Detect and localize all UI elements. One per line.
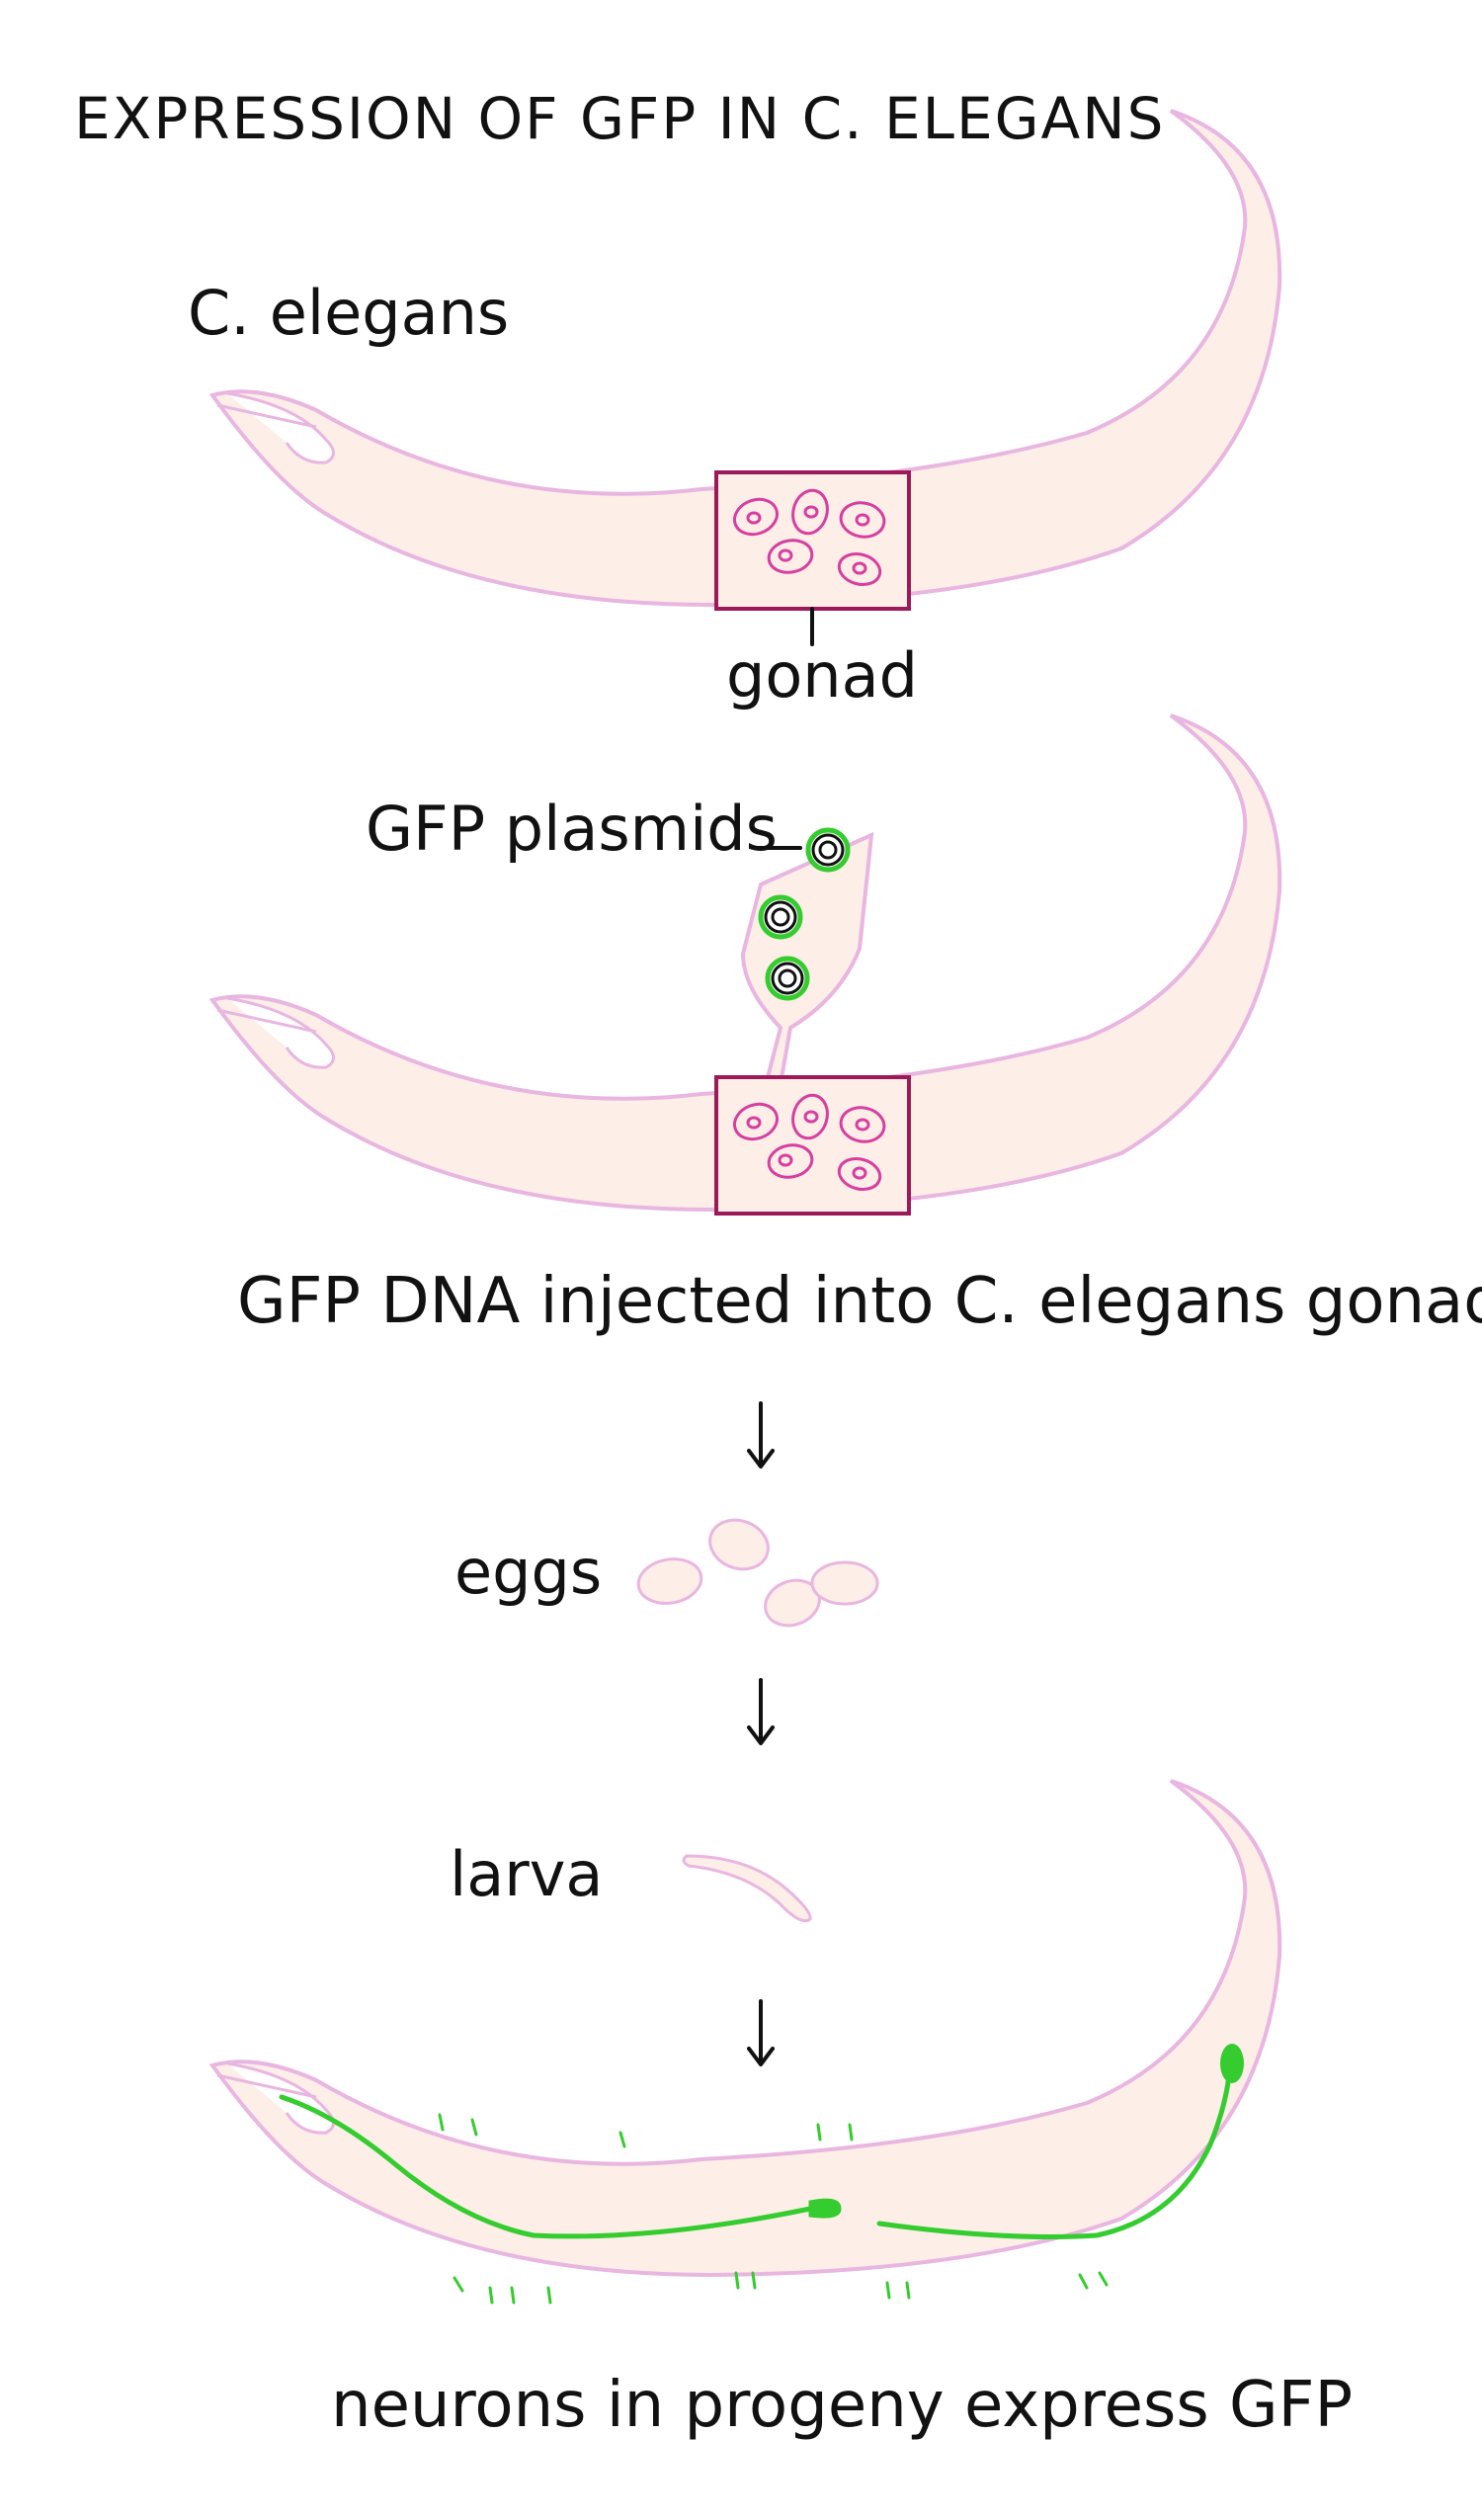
label-gonad: gonad <box>726 639 918 712</box>
plasmid-icon <box>808 830 848 870</box>
worm-1 <box>210 109 1282 607</box>
gfp-cell-body <box>808 2198 842 2219</box>
down-arrow-icon <box>747 1678 775 1745</box>
gfp-cell-body <box>1220 2044 1244 2083</box>
larva <box>682 1854 812 1923</box>
injection-caption: GFP DNA injected into C. elegans gonad <box>237 1265 1482 1338</box>
gfp-glow-marks <box>438 2113 1109 2305</box>
gfp-neurons <box>279 2055 1233 2239</box>
eggs <box>636 1518 879 1628</box>
worm-3 <box>210 1779 1282 2277</box>
label-eggs: eggs <box>454 1536 602 1608</box>
label-larva: larva <box>450 1838 603 1910</box>
down-arrow-icon <box>747 1999 775 2066</box>
label-c-elegans: C. elegans <box>188 277 509 349</box>
plasmid-icon <box>768 959 807 998</box>
final-caption: neurons in progeny express GFP <box>331 2369 1353 2442</box>
diagram-title: EXPRESSION OF GFP IN C. ELEGANS <box>74 85 1165 152</box>
plasmid-icon <box>761 897 800 937</box>
label-gfp-plasmids: GFP plasmids <box>366 793 778 865</box>
down-arrow-icon <box>747 1401 775 1469</box>
gonad-box-2 <box>714 1075 911 1216</box>
worm-2 <box>210 714 1282 1212</box>
gonad-box-1 <box>714 470 911 611</box>
